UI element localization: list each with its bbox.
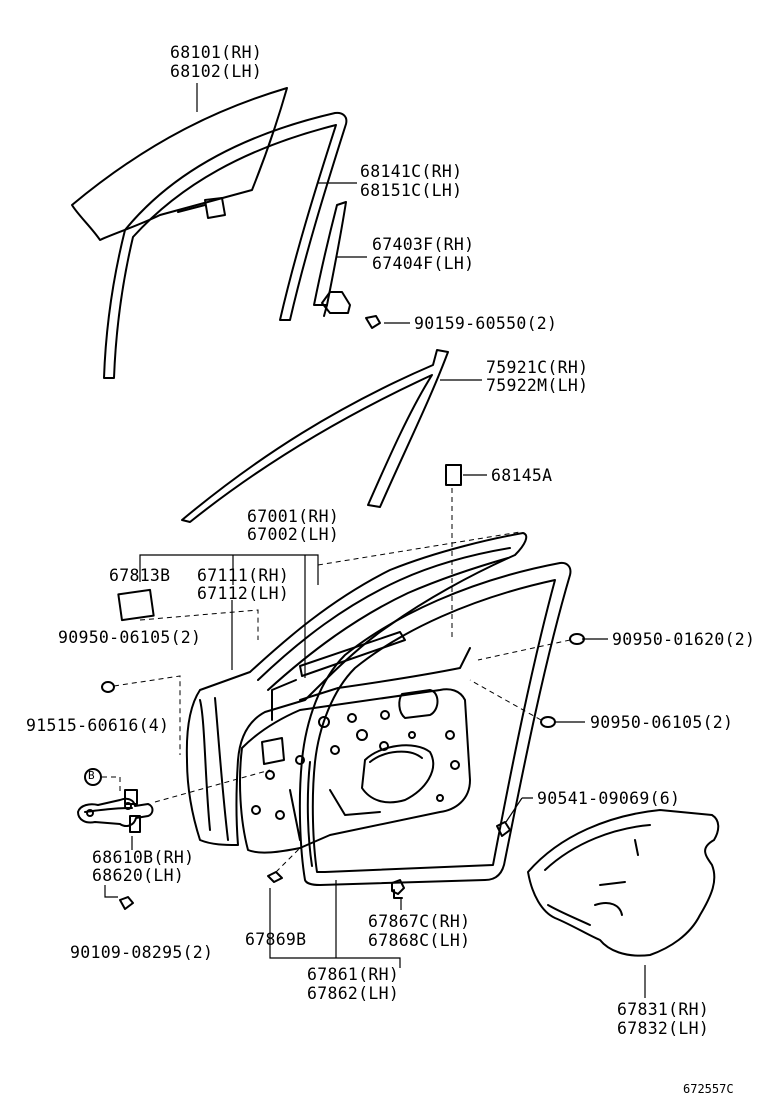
label-67862: 67862(LH) (307, 984, 400, 1003)
division-bar-part (314, 202, 350, 316)
label-67867c: 67867C(RH) (368, 912, 471, 931)
label-90159: 90159-60550(2) (414, 314, 558, 333)
label-75922m: 75922M(LH) (486, 376, 589, 395)
label-90541: 90541-09069(6) (537, 789, 681, 808)
label-67831: 67831(RH) (617, 1000, 710, 1019)
leader-bracket-67001 (140, 555, 318, 678)
label-67112: 67112(LH) (197, 584, 290, 603)
label-68610b: 68610B(RH) (92, 848, 195, 867)
label-67868c: 67868C(LH) (368, 931, 471, 950)
label-68141c: 68141C(RH) (360, 162, 463, 181)
label-67403f: 67403F(RH) (372, 235, 475, 254)
label-67002: 67002(LH) (247, 525, 340, 544)
dashed-67813b (140, 610, 258, 640)
label-90109: 90109-08295(2) (70, 943, 214, 962)
leader-bracket-67861 (270, 880, 400, 968)
weatherstrip-part (300, 563, 571, 885)
bolt-marker-circle (85, 769, 101, 785)
label-67813b: 67813B (109, 566, 171, 585)
label-67111: 67111(RH) (197, 566, 290, 585)
label-67001: 67001(RH) (247, 507, 340, 526)
plug-90950-06105-left (102, 682, 114, 692)
clip-90159 (366, 316, 380, 328)
leader-90109 (105, 885, 118, 897)
bolt-marker-letter: B (88, 769, 95, 782)
outside-moulding-part (182, 350, 448, 522)
label-67832: 67832(LH) (617, 1019, 710, 1038)
label-67404f: 67404F(LH) (372, 254, 475, 273)
service-hole-cover-part (528, 810, 718, 956)
clip-67867c (392, 880, 404, 898)
door-frame-part (187, 533, 526, 845)
dashed-plug-right (470, 680, 541, 720)
leader-90541 (506, 798, 533, 822)
label-90950-06105-right: 90950-06105(2) (590, 713, 734, 732)
label-68101: 68101(RH) (170, 43, 263, 62)
pad-68145a (446, 465, 461, 485)
dashed-plug-left (114, 676, 180, 755)
screw-90109 (120, 897, 133, 909)
label-68102: 68102(LH) (170, 62, 263, 81)
label-90950-06105-left: 90950-06105(2) (58, 628, 202, 647)
label-75921c: 75921C(RH) (486, 358, 589, 377)
clip-67869b (268, 872, 282, 882)
plug-90950-01620 (570, 634, 584, 644)
pad-67813b (118, 590, 153, 620)
label-68145a: 68145A (491, 466, 553, 485)
diagram-reference-code: 672557C (683, 1082, 734, 1096)
dashed-hinge (155, 770, 270, 802)
label-90950-01620: 90950-01620(2) (612, 630, 756, 649)
label-67861: 67861(RH) (307, 965, 400, 984)
dashed-bolt (102, 777, 120, 792)
plug-90950-06105-right (541, 717, 555, 727)
door-hinge-part (78, 790, 153, 832)
dashed-plug-01620 (478, 640, 570, 660)
label-68620: 68620(LH) (92, 866, 185, 885)
dashed-67869b (276, 848, 300, 872)
label-91515: 91515-60616(4) (26, 716, 170, 735)
dashed-67001 (318, 532, 520, 565)
door-inner-panel-part (240, 689, 470, 852)
label-67869b: 67869B (245, 930, 307, 949)
label-68151c: 68151C(LH) (360, 181, 463, 200)
door-glass-part (72, 88, 287, 240)
screw-90541 (497, 822, 510, 836)
glass-run-part (104, 113, 346, 378)
